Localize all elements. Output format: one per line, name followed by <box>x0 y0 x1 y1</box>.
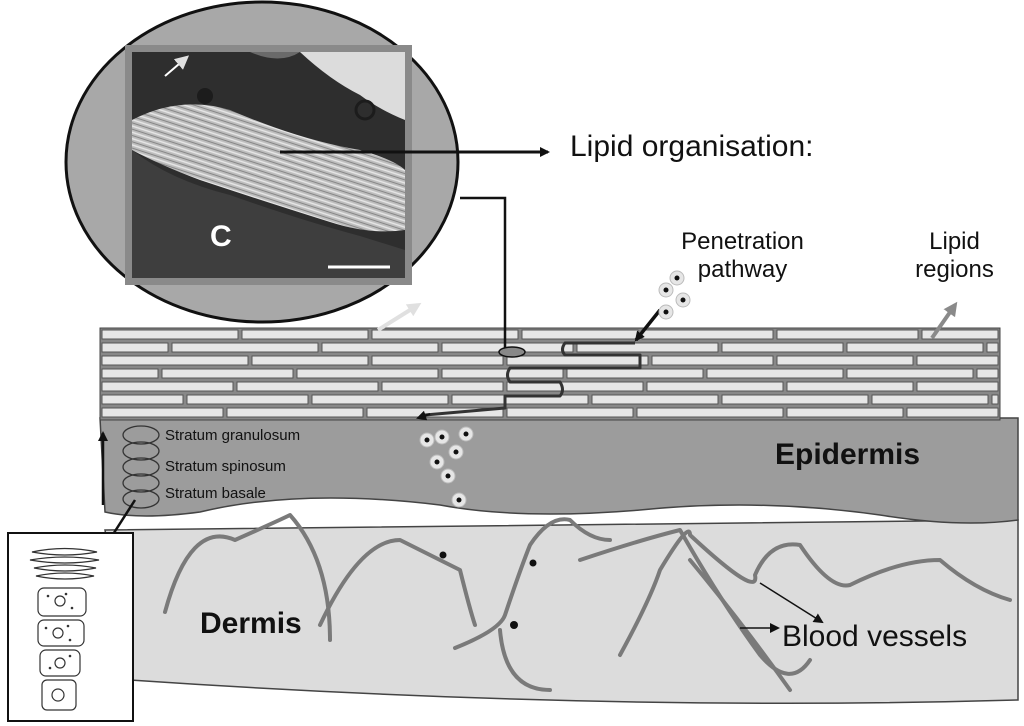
corneocyte <box>441 368 564 379</box>
corneocyte <box>846 368 974 379</box>
corneocyte <box>566 368 704 379</box>
corneocyte <box>101 381 234 392</box>
corneocyte <box>371 355 504 366</box>
corneocyte <box>101 329 239 340</box>
dermis-label: Dermis <box>200 607 302 640</box>
corneocyte <box>101 368 159 379</box>
electron-micrograph <box>132 52 405 278</box>
penetration-pathway-line1: Penetration <box>681 228 804 255</box>
corneocyte <box>296 368 439 379</box>
corneocyte <box>636 407 784 418</box>
stratum-spinosum-label: Stratum spinosum <box>165 458 286 475</box>
keratinocyte-inset <box>7 532 134 722</box>
corneocyte <box>906 407 999 418</box>
corneocyte <box>366 407 504 418</box>
corneocyte <box>576 342 719 353</box>
corneocyte <box>986 342 999 353</box>
corneocyte <box>916 381 999 392</box>
blood-vessels-label: Blood vessels <box>782 620 968 653</box>
lipid-regions-line1: Lipid <box>929 228 980 255</box>
corneocyte <box>161 368 294 379</box>
stratum-granulosum-label: Stratum granulosum <box>165 427 301 444</box>
corneocyte <box>776 355 914 366</box>
corneocyte <box>646 381 784 392</box>
corneocyte <box>226 407 364 418</box>
corneocyte <box>371 329 519 340</box>
blood-vessels <box>163 513 1012 692</box>
corneocyte <box>641 329 774 340</box>
corneocyte <box>171 342 319 353</box>
epidermis-layer <box>99 417 1019 524</box>
corneocyte <box>991 394 999 405</box>
corneocyte <box>976 368 999 379</box>
lipid-organisation-label: Lipid organisation: <box>570 130 814 163</box>
dermis-layer <box>104 519 1019 705</box>
corneocyte <box>101 407 224 418</box>
lipid-regions-line2: regions <box>915 255 994 283</box>
corneocyte <box>381 381 504 392</box>
corneocyte <box>506 407 634 418</box>
corneocyte <box>776 329 919 340</box>
corneocyte <box>591 394 719 405</box>
corneocyte <box>786 407 904 418</box>
lipid-regions-label: Lipid regions <box>902 228 1007 283</box>
corneocyte <box>506 381 644 392</box>
epidermis-label: Epidermis <box>775 438 921 471</box>
corneocyte <box>871 394 989 405</box>
corneocyte <box>921 329 999 340</box>
corneocyte <box>101 342 169 353</box>
corneocyte <box>321 342 439 353</box>
corneocyte <box>251 355 369 366</box>
stratum-basale-label: Stratum basale <box>165 485 266 502</box>
stratum-cells <box>122 425 160 509</box>
corneocyte-bricks <box>101 329 999 418</box>
corneocyte <box>786 381 914 392</box>
penetration-pathway-line2: pathway <box>697 255 788 283</box>
micrograph-panel-letter: C <box>210 220 232 253</box>
corneocyte <box>521 329 639 340</box>
penetration-route <box>424 341 642 417</box>
corneocyte <box>916 355 999 366</box>
corneocyte <box>311 394 449 405</box>
corneocyte <box>506 355 649 366</box>
corneocyte <box>846 342 984 353</box>
corneocyte <box>241 329 369 340</box>
corneocyte <box>721 342 844 353</box>
corneocyte <box>101 355 249 366</box>
corneocyte <box>721 394 869 405</box>
corneocyte <box>236 381 379 392</box>
corneocyte <box>101 394 184 405</box>
corneocyte <box>651 355 774 366</box>
corneocyte <box>706 368 844 379</box>
penetration-pathway-label: Penetration pathway <box>665 228 820 283</box>
corneocyte <box>186 394 309 405</box>
